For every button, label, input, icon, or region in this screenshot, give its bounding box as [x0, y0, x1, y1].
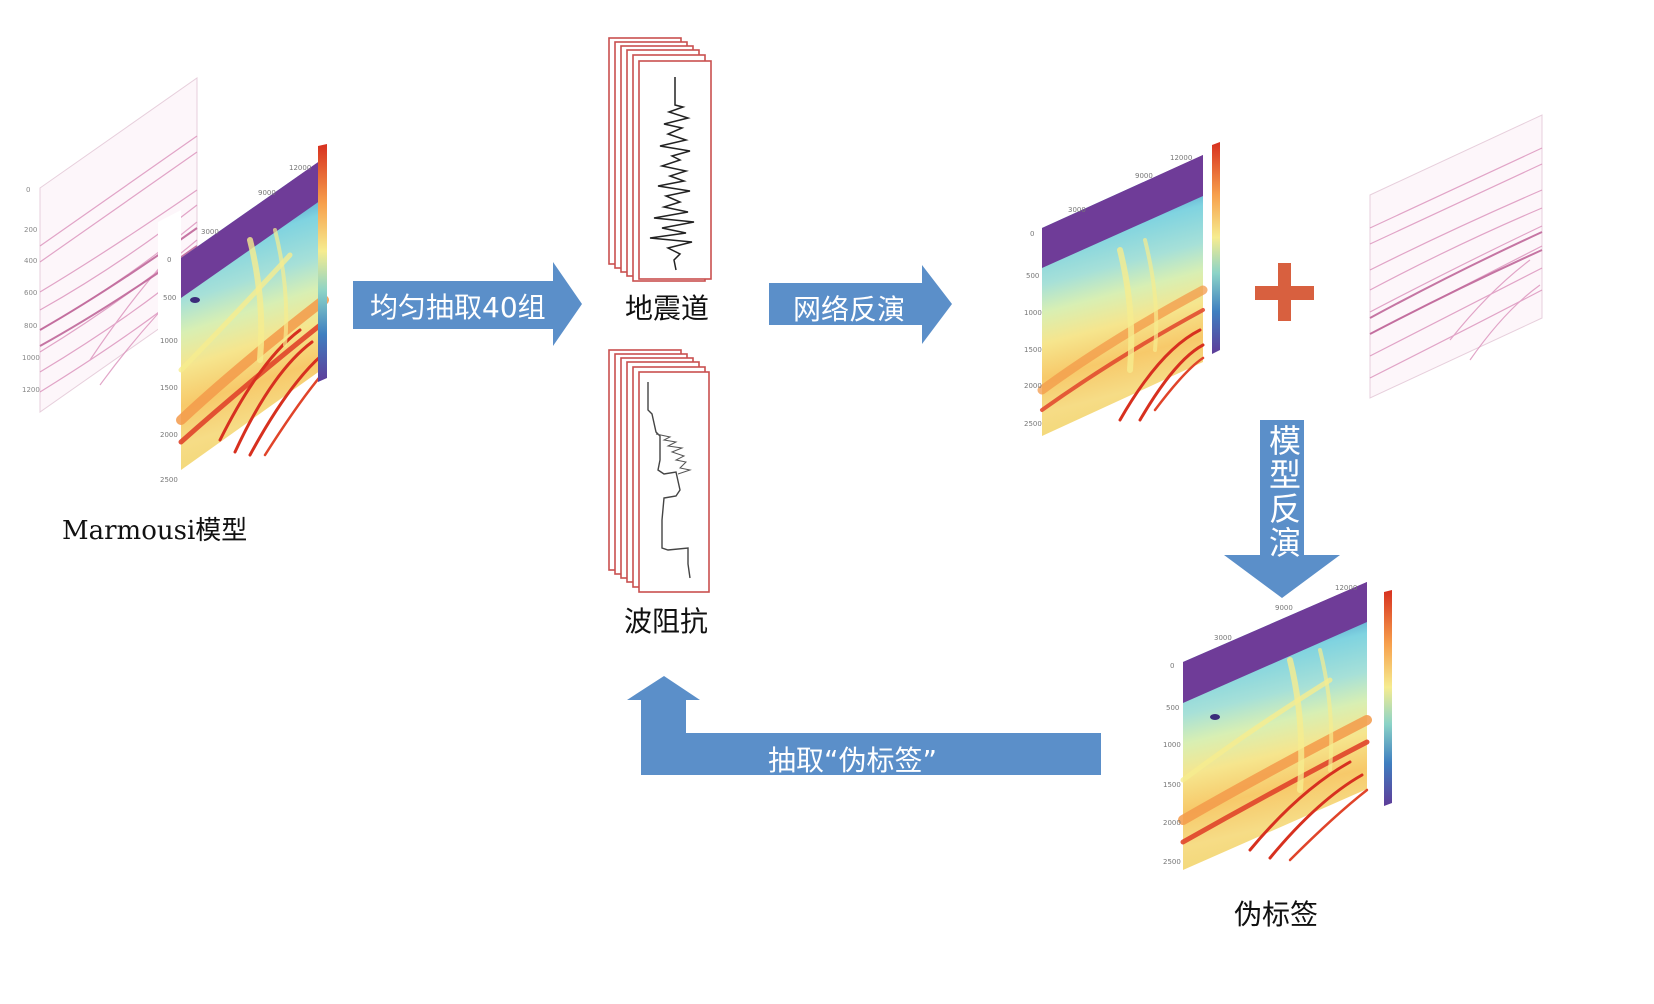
svg-text:400: 400 — [24, 257, 37, 265]
svg-text:2500: 2500 — [1163, 858, 1181, 866]
arrow-label-network-inversion: 网络反演 — [793, 293, 906, 326]
svg-text:1000: 1000 — [160, 337, 178, 345]
svg-text:500: 500 — [1026, 272, 1039, 280]
impedance-log-curve — [647, 382, 691, 579]
marmousi-velocity-model: 0 500 1000 1500 2000 2500 3000 9000 12000 — [158, 144, 329, 492]
svg-text:2000: 2000 — [1163, 819, 1181, 827]
svg-text:500: 500 — [163, 294, 176, 302]
svg-text:1000: 1000 — [1024, 309, 1042, 317]
arrow-label-extract-40: 均匀抽取40组 — [370, 291, 546, 324]
inverted-velocity-model: 0 500 1000 1500 2000 2500 3000 9000 12000 — [1024, 142, 1220, 436]
svg-text:3000: 3000 — [1214, 634, 1232, 642]
svg-text:2500: 2500 — [160, 476, 178, 484]
svg-text:500: 500 — [1166, 704, 1179, 712]
svg-text:1500: 1500 — [160, 384, 178, 392]
svg-text:2000: 2000 — [1024, 382, 1042, 390]
svg-text:0: 0 — [26, 186, 30, 194]
svg-text:12000: 12000 — [289, 164, 311, 172]
svg-text:1000: 1000 — [22, 354, 40, 362]
arrow-network-inversion — [769, 265, 952, 344]
svg-text:1200: 1200 — [22, 386, 40, 394]
svg-text:2500: 2500 — [1024, 420, 1042, 428]
svg-text:1500: 1500 — [1163, 781, 1181, 789]
arrow-label-model-inversion: 模型反演 — [1264, 424, 1302, 560]
plus-icon — [1255, 263, 1314, 321]
label-seismic-trace: 地震道 — [625, 292, 710, 325]
svg-text:9000: 9000 — [1275, 604, 1293, 612]
arrow-label-extract-pseudo: 抽取“伪标签” — [768, 744, 938, 777]
arrow-extract-pseudo-label — [627, 676, 1101, 775]
svg-text:1000: 1000 — [1163, 741, 1181, 749]
svg-text:12000: 12000 — [1170, 154, 1192, 162]
label-pseudo-label: 伪标签 — [1234, 898, 1319, 931]
seismic-trace-waveform — [649, 77, 695, 271]
svg-text:0: 0 — [167, 256, 171, 264]
impedance-stack — [608, 349, 710, 593]
arrow-extract-40 — [353, 262, 582, 346]
svg-text:3000: 3000 — [201, 228, 219, 236]
impedance-detail-curve — [655, 433, 692, 475]
svg-text:0: 0 — [1030, 230, 1034, 238]
label-marmousi-model: Marmousi模型 — [62, 516, 248, 546]
svg-text:2000: 2000 — [160, 431, 178, 439]
trace-stack — [608, 37, 712, 282]
svg-text:0: 0 — [1170, 662, 1174, 670]
svg-text:9000: 9000 — [258, 189, 276, 197]
svg-text:200: 200 — [24, 226, 37, 234]
svg-text:12000: 12000 — [1335, 584, 1357, 592]
pseudo-label-model: 0 500 1000 1500 2000 2500 3000 9000 12000 — [1163, 582, 1392, 870]
svg-text:9000: 9000 — [1135, 172, 1153, 180]
arrow-model-inversion — [1224, 420, 1340, 598]
svg-text:1500: 1500 — [1024, 346, 1042, 354]
svg-text:3000: 3000 — [1068, 206, 1086, 214]
svg-text:600: 600 — [24, 289, 37, 297]
label-impedance: 波阻抗 — [624, 605, 709, 638]
seismic-section-right — [1369, 114, 1543, 399]
svg-text:800: 800 — [24, 322, 37, 330]
